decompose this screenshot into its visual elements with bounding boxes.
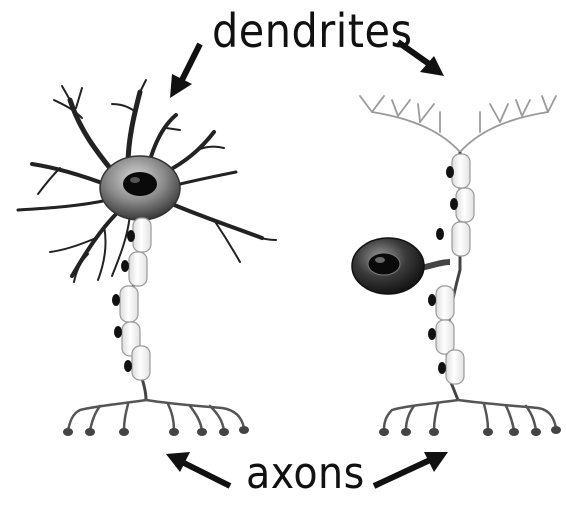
schwann-nucleus xyxy=(112,294,120,306)
schwann-nucleus xyxy=(438,362,446,374)
axon-terminal-bulb xyxy=(85,428,95,436)
schwann-nucleus xyxy=(428,294,436,306)
schwann-nucleus xyxy=(446,166,454,178)
arrow-down-left-icon xyxy=(170,44,200,98)
schwann-nucleus xyxy=(436,228,444,240)
schwann-nucleus xyxy=(121,260,129,272)
dendrites-label: dendrites xyxy=(212,8,413,54)
multipolar-axon xyxy=(63,218,249,436)
myelin-sheath xyxy=(129,252,147,286)
myelin-sheath xyxy=(132,346,150,380)
axon-terminal-bulb xyxy=(119,428,129,436)
axon-terminal-bulb xyxy=(63,428,73,436)
myelin-sheath xyxy=(120,286,138,322)
multipolar-axon-terminals xyxy=(68,400,244,430)
axon-terminal-bulb xyxy=(551,426,561,434)
axon-terminal-bulb xyxy=(239,426,249,434)
axon-terminal-bulb xyxy=(483,428,493,436)
axon-terminal-bulb xyxy=(531,428,541,436)
myelin-sheath xyxy=(452,222,470,256)
myelin-sheath xyxy=(452,154,470,188)
myelin-sheath xyxy=(456,188,474,222)
arrow-up-left-icon xyxy=(166,452,230,486)
axons-label: axons xyxy=(246,452,365,496)
nucleus-highlight xyxy=(130,177,140,183)
axon-terminal-bulb xyxy=(379,428,389,436)
pseudounipolar-dendrites xyxy=(360,96,556,152)
myelin-sheath xyxy=(436,286,454,320)
pseudounipolar-nucleus xyxy=(368,253,400,275)
schwann-nucleus xyxy=(114,326,122,338)
axon-terminal-bulb xyxy=(429,428,439,436)
schwann-nucleus xyxy=(450,198,458,210)
multipolar-nucleus xyxy=(123,172,157,196)
pseudounipolar-neuron xyxy=(352,96,561,436)
arrow-up-right-icon xyxy=(374,452,448,486)
myelin-sheath xyxy=(436,320,454,354)
axon-terminal-bulb xyxy=(219,428,229,436)
axon-terminal-bulb xyxy=(197,428,207,436)
multipolar-neuron xyxy=(18,80,276,436)
nucleus-highlight xyxy=(375,257,385,263)
pseudounipolar-axon-terminals xyxy=(384,400,556,430)
axon-terminal-bulb xyxy=(509,428,519,436)
axon-terminal-bulb xyxy=(169,428,179,436)
schwann-nucleus xyxy=(428,328,436,340)
schwann-nucleus xyxy=(124,360,132,372)
schwann-nucleus xyxy=(127,230,135,242)
myelin-sheath xyxy=(446,350,464,384)
axon-terminal-bulb xyxy=(401,428,411,436)
myelin-sheath xyxy=(133,218,151,252)
